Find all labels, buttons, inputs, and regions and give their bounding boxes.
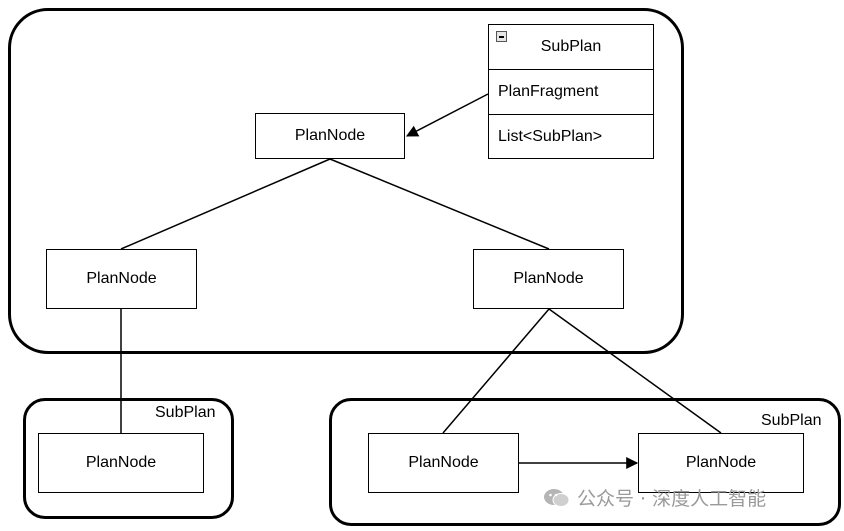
edge-root-right [329, 158, 550, 250]
bottom-right-group-label: SubPlan [761, 412, 822, 429]
watermark: 公众号 · 深度人工智能 [543, 484, 766, 511]
bottom-left-group-label: SubPlan [155, 404, 216, 421]
edge-right-bottomright [548, 308, 722, 434]
arrow-subplan-to-root [405, 93, 489, 137]
watermark-text: 公众号 · 深度人工智能 [577, 488, 767, 510]
wechat-icon [544, 488, 570, 507]
plan-node-bottom-mid: PlanNode [368, 433, 519, 493]
edge-right-bottommid [442, 308, 550, 434]
plan-node-bottom-right: PlanNode [638, 433, 804, 493]
collapse-icon[interactable] [496, 31, 507, 42]
edge-root-left [120, 158, 331, 250]
plan-node-bottom-left: PlanNode [38, 433, 204, 493]
bottom-right-subplan-group [329, 398, 841, 526]
plan-node-right: PlanNode [473, 249, 624, 309]
field-2-label: List<SubPlan> [498, 127, 603, 145]
class-title-row: SubPlan [489, 25, 653, 70]
field-1-label: PlanFragment [498, 83, 599, 100]
class-title: SubPlan [540, 38, 602, 55]
plan-node-root: PlanNode [255, 113, 405, 159]
plan-node-left: PlanNode [46, 249, 197, 309]
bottom-left-subplan-group [23, 398, 234, 519]
subplan-class-box: SubPlan PlanFragment List<SubPlan> [488, 24, 654, 159]
main-subplan-group [8, 8, 684, 354]
class-field-subplan-list: List<SubPlan> [489, 115, 653, 158]
class-field-plan-fragment: PlanFragment [489, 70, 653, 115]
